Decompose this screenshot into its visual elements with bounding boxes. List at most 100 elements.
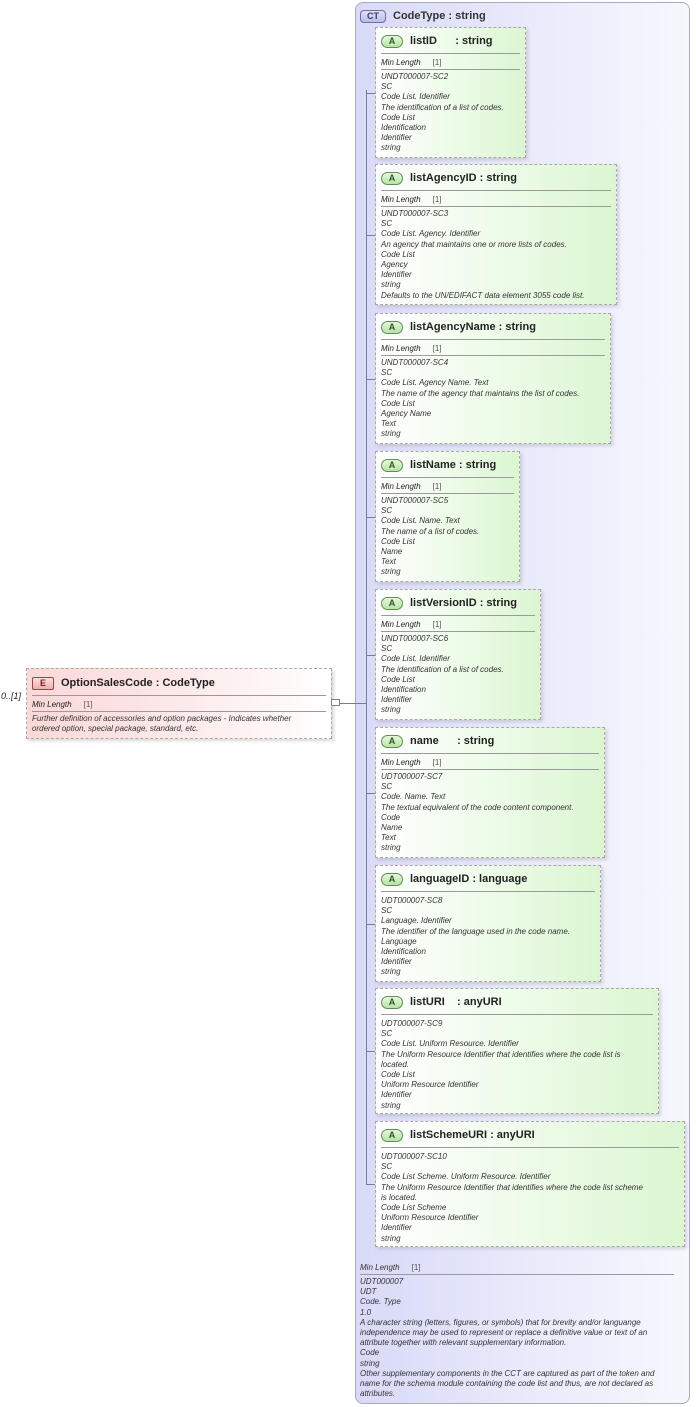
- attribute-connector-line: [366, 924, 375, 925]
- doc-line: Identification: [381, 123, 426, 133]
- divider: [32, 695, 326, 696]
- doc-line: Identifier: [381, 270, 412, 280]
- divider: [381, 1014, 653, 1015]
- doc-line: The Uniform Resource Identifier that ide…: [381, 1049, 621, 1059]
- doc-line: Code List: [381, 536, 415, 546]
- facet-label: Min Length: [381, 343, 421, 353]
- doc-line: string: [381, 967, 401, 977]
- doc-line: UDT: [360, 1287, 377, 1297]
- facet-value: [1]: [432, 481, 442, 491]
- doc-line: SC: [381, 368, 393, 378]
- doc-line: Code. Name. Text: [381, 792, 446, 802]
- attribute-connector-line: [366, 1184, 375, 1185]
- facet-min-length: Min Length[1]: [381, 56, 520, 68]
- doc-line: string: [381, 567, 401, 577]
- type-doc: UDT000007 UDT Code. Type 1.0 A character…: [360, 1277, 674, 1399]
- doc-line: Name: [381, 823, 403, 833]
- doc-line: Identifier: [381, 695, 412, 705]
- facet-label: Min Length: [360, 1262, 400, 1272]
- doc-line: Language: [381, 936, 417, 946]
- divider: [381, 891, 595, 892]
- facet-min-length: Min Length[1]: [381, 756, 599, 768]
- divider: [381, 493, 514, 494]
- doc-line: Code List. Agency Name. Text: [381, 378, 489, 388]
- facet-label: Min Length: [381, 757, 421, 767]
- facet-label: Min Length: [381, 194, 421, 204]
- facet-label: Min Length: [381, 57, 421, 67]
- doc-line: SC: [381, 906, 393, 916]
- doc-line: Code: [381, 812, 401, 822]
- doc-line: UDT000007-SC8: [381, 896, 443, 905]
- doc-line: Code List. Identifier: [381, 92, 450, 102]
- divider: [381, 753, 599, 754]
- doc-line: Code List: [381, 249, 415, 259]
- attribute-title: languageID : language: [410, 873, 528, 885]
- doc-line: Code List: [381, 398, 415, 408]
- doc-line: Language. Identifier: [381, 916, 452, 926]
- divider: [381, 477, 514, 478]
- sequence-connector-icon[interactable]: [331, 699, 340, 706]
- facet-min-length: Min Length[1]: [381, 618, 535, 630]
- attribute-icon: A: [381, 734, 403, 748]
- doc-line: The name of the agency that maintains th…: [381, 388, 580, 398]
- divider: [381, 190, 611, 191]
- attribute-title: listSchemeURI : anyURI: [410, 1129, 535, 1141]
- doc-line: UNDT000007-SC6: [381, 634, 449, 643]
- doc-line: UNDT000007-SC5: [381, 496, 449, 505]
- facet-min-length: Min Length [1]: [381, 480, 514, 492]
- doc-line: Identification: [381, 947, 426, 957]
- doc-line: Code List. Uniform Resource. Identifier: [381, 1039, 519, 1049]
- divider: [381, 69, 520, 70]
- facet-min-length: Min Length [1]: [32, 698, 326, 710]
- connector-line: [340, 703, 355, 704]
- divider: [381, 631, 535, 632]
- attribute-icon: A: [381, 596, 403, 610]
- attribute-icon: A: [381, 34, 403, 48]
- doc-line: Text: [381, 419, 396, 429]
- attribute-connector-line: [366, 379, 375, 380]
- doc-line: UNDT000007-SC2: [381, 72, 449, 81]
- attribute-title: listName : string: [410, 459, 497, 471]
- doc-line: string: [381, 429, 401, 439]
- facet-value: [1]: [83, 699, 93, 709]
- facet-label: Min Length: [32, 699, 72, 709]
- attribute-icon: A: [381, 1128, 403, 1142]
- doc-line: SC: [381, 506, 393, 516]
- doc-line: UDT000007-SC10: [381, 1152, 447, 1161]
- occurrence-label: 0..[1]: [1, 691, 22, 701]
- doc-line: Code List Scheme: [381, 1203, 447, 1213]
- divider: [381, 355, 605, 356]
- doc-line: Code. Type: [360, 1297, 401, 1307]
- doc-line: SC: [381, 644, 393, 654]
- facet-label: Min Length: [381, 481, 421, 491]
- attribute-connector-line: [366, 517, 375, 518]
- divider: [381, 769, 599, 770]
- doc-line: The identification of a list of codes.: [381, 664, 504, 674]
- doc-line: Code List: [381, 674, 415, 684]
- divider: [381, 206, 611, 207]
- facet-value: [1]: [432, 619, 442, 629]
- divider: [381, 1147, 679, 1148]
- attribute-title: listAgencyID : string: [410, 172, 517, 184]
- doc-line: A character string (letters, figures, or…: [360, 1317, 648, 1348]
- doc-line: The identifier of the language used in t…: [381, 926, 571, 936]
- doc-line: Identifier: [381, 1090, 412, 1100]
- doc-line: Code List. Identifier: [381, 654, 450, 664]
- facet-min-length: Min Length[1]: [381, 342, 605, 354]
- doc-line: UNDT000007-SC3: [381, 209, 449, 218]
- element-box-optionsalescode[interactable]: E OptionSalesCode : CodeType Min Length …: [26, 668, 332, 739]
- doc-line: SC: [381, 1029, 393, 1039]
